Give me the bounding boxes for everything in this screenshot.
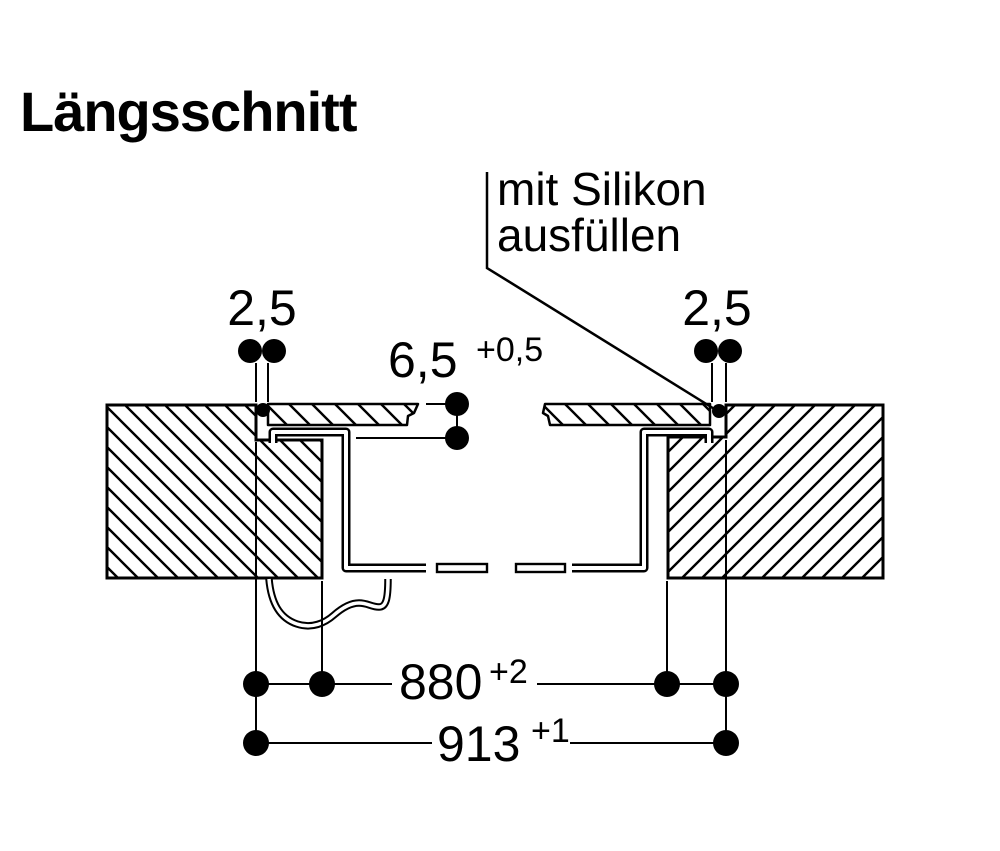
glass-left-outline	[266, 402, 420, 427]
silicone-annotation: mit Silikon ausfüllen	[485, 163, 717, 412]
dim-gap-right-dot-b	[718, 339, 742, 363]
cooktop-frame-right	[514, 427, 714, 574]
cooktop-glass-left	[266, 402, 420, 427]
countertop-section-right	[666, 403, 885, 580]
dim-gap-left-dot-b	[262, 339, 286, 363]
countertop-section-left	[105, 403, 324, 580]
drawing-title: Längsschnitt	[20, 80, 357, 143]
dim-cutout-width: 880 +2	[243, 653, 739, 710]
dim-rebate-depth-label: 6,5	[388, 332, 458, 388]
spring-clip	[265, 578, 392, 630]
dim-rebate-dot-left	[243, 730, 269, 756]
annotation-text-line2: ausfüllen	[497, 209, 681, 261]
dim-cutout-width-label: 880	[399, 654, 482, 710]
dim-rebate-depth-tolerance: +0,5	[476, 331, 543, 369]
countertop-left-outline	[105, 403, 324, 580]
dim-gap-right-label: 2,5	[682, 280, 752, 336]
dim-rebate-depth-dot-top	[445, 392, 469, 416]
dim-rebate-dot-right	[713, 730, 739, 756]
dim-rebate-width: 913 +1	[243, 697, 739, 772]
cooktop-frame-left	[268, 427, 489, 574]
cooktop-glass-right	[541, 402, 712, 427]
dim-rebate-width-connectors	[255, 697, 727, 730]
annotation-leader-line	[485, 172, 717, 412]
dim-gap-left-extension-lines	[255, 363, 269, 402]
dim-cutout-dot-inner-left	[309, 671, 335, 697]
frame-left-inner	[271, 430, 426, 570]
dim-rebate-depth-dot-bottom	[445, 426, 469, 450]
spring-clip-inner	[267, 578, 390, 628]
dim-rebate-depth: 6,5 +0,5	[356, 331, 543, 450]
dim-gap-right: 2,5	[682, 280, 752, 402]
dim-rebate-width-tolerance: +1	[531, 712, 570, 750]
dim-cutout-dot-outer-left	[243, 671, 269, 697]
dim-cutout-width-tolerance: +2	[489, 653, 528, 691]
annotation-text-line1: mit Silikon	[497, 163, 707, 215]
silicone-joint-right-dot	[712, 404, 726, 418]
dim-gap-left: 2,5	[227, 280, 297, 402]
dim-gap-right-extension-lines	[711, 363, 727, 402]
dim-gap-left-label: 2,5	[227, 280, 297, 336]
bottom-extension-lines	[255, 440, 727, 741]
dim-cutout-dot-outer-right	[713, 671, 739, 697]
frame-right-inner	[572, 430, 711, 570]
countertop-right-outline	[666, 403, 885, 580]
dim-rebate-width-label: 913	[437, 716, 520, 772]
frame-right-break-dash	[514, 562, 567, 574]
dim-gap-right-dot-a	[694, 339, 718, 363]
dim-gap-left-dot-a	[238, 339, 262, 363]
glass-right-outline	[541, 402, 712, 427]
silicone-joint-left-dot	[256, 403, 270, 417]
frame-left-break-dash	[435, 562, 489, 574]
dim-cutout-dot-inner-right	[654, 671, 680, 697]
